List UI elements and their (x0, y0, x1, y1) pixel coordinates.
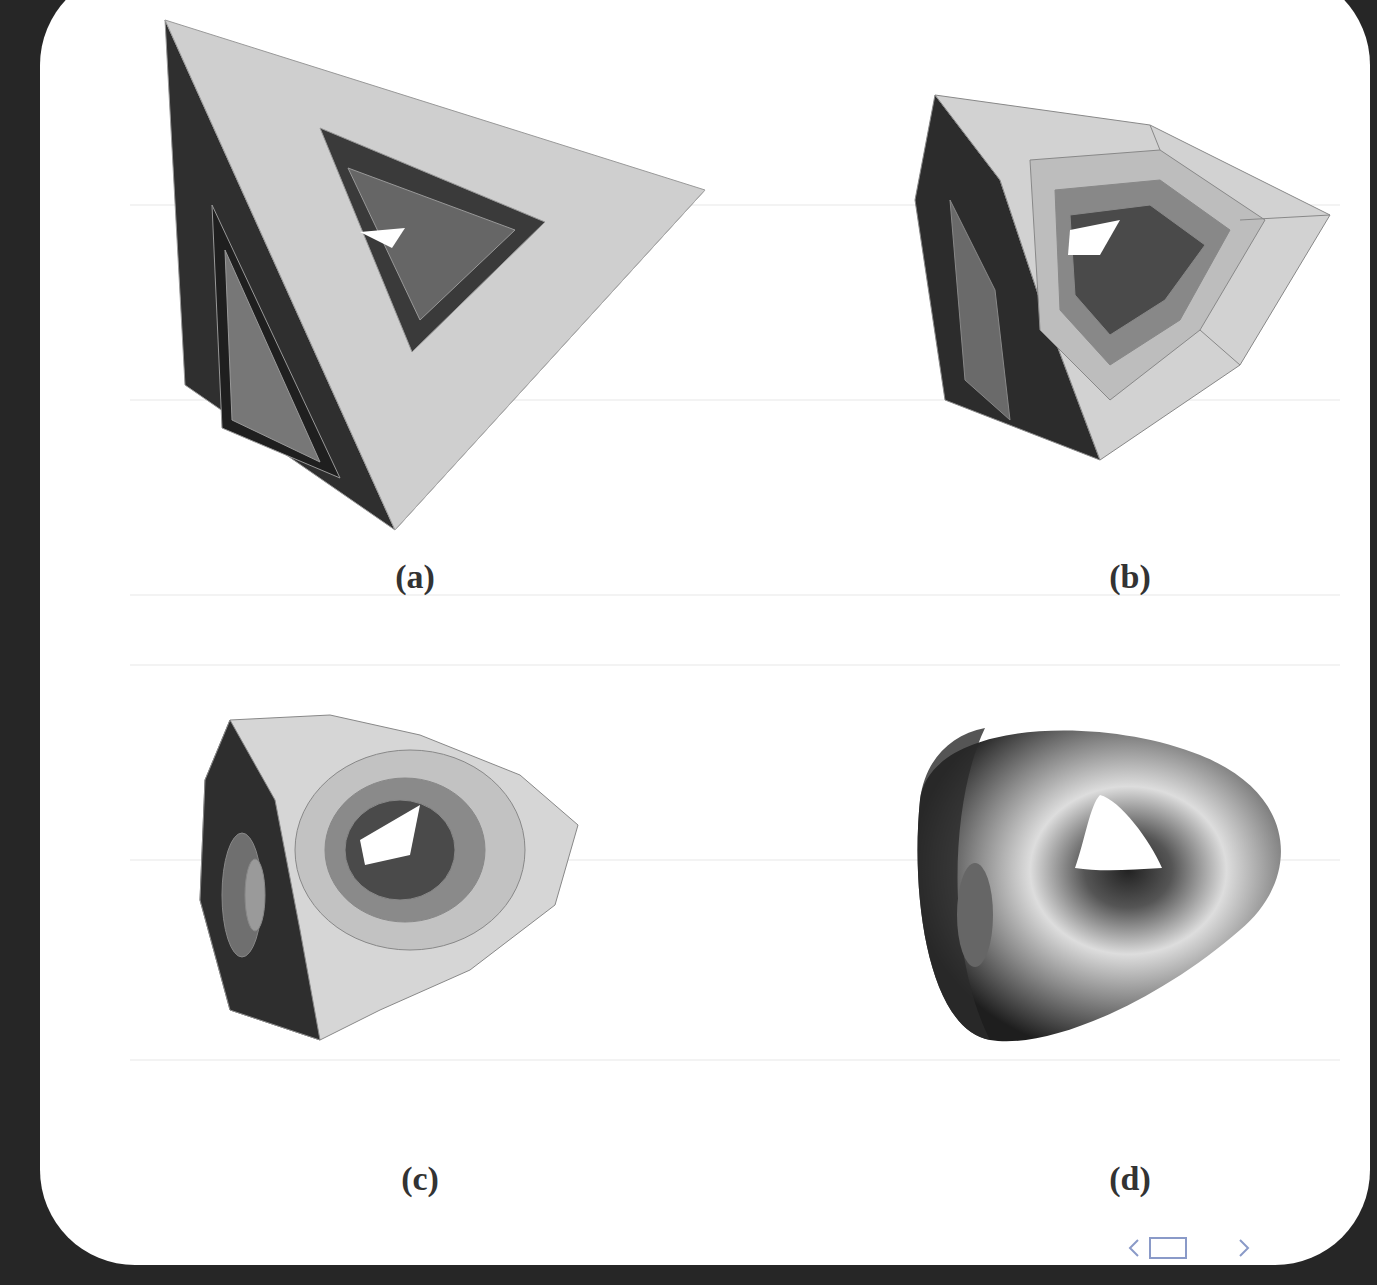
panel-label: (c) (401, 1160, 439, 1198)
panel-label: (b) (1109, 558, 1151, 596)
panel-label: (a) (395, 558, 435, 596)
tetrahedron-mesh (165, 20, 705, 530)
subdivided-mesh-2 (200, 715, 578, 1040)
panel-label: (d) (1109, 1160, 1151, 1198)
figure-panel (40, 0, 1370, 1265)
smooth-torus (918, 728, 1281, 1041)
subdivided-mesh-1 (915, 95, 1330, 460)
nav-symbols (1130, 1238, 1248, 1258)
